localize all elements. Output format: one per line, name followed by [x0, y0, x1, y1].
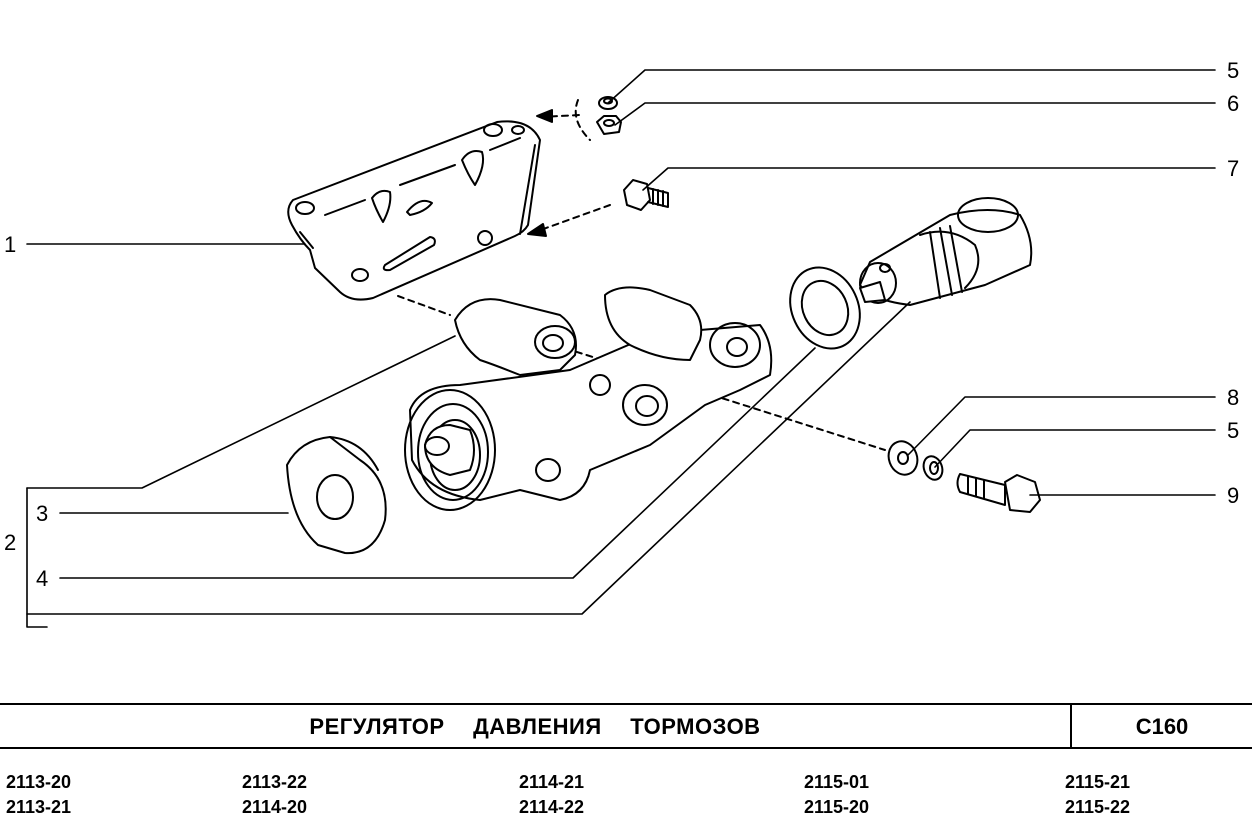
regulator-body-part — [404, 286, 773, 511]
callout-label: 1 — [4, 232, 17, 257]
plug-part — [859, 197, 1033, 306]
model-number: 2115-20 — [804, 797, 870, 817]
model-number: 2114-22 — [519, 797, 585, 817]
model-number: 2113-22 — [242, 772, 308, 792]
model-number: 2115-21 — [1065, 772, 1131, 792]
exploded-view-drawing — [26, 69, 1216, 628]
callout-label: 7 — [1227, 156, 1240, 181]
washer-part — [887, 440, 944, 481]
callout-label: 2 — [4, 530, 17, 555]
page-title: РЕГУЛЯТОР ДАВЛЕНИЯ ТОРМОЗОВ — [309, 714, 761, 739]
model-column: 2115-21 2115-22 — [1065, 770, 1130, 820]
title-block: РЕГУЛЯТОР ДАВЛЕНИЯ ТОРМОЗОВ С160 — [0, 703, 1252, 749]
catalog-code: С160 — [1070, 705, 1252, 747]
protective-cap-part — [286, 436, 387, 555]
model-column: 2113-22 2114-20 — [242, 770, 307, 820]
leader-lines — [26, 69, 1216, 628]
model-column: 2115-01 2115-20 — [804, 770, 869, 820]
callout-label: 5 — [1227, 58, 1240, 83]
callout-label: 8 — [1227, 385, 1240, 410]
model-number: 2114-21 — [519, 772, 585, 792]
bracket-part — [287, 120, 541, 301]
model-number: 2115-01 — [804, 772, 870, 792]
callout-label: 3 — [36, 501, 49, 526]
callout-label: 5 — [1227, 418, 1240, 443]
callout-label: 9 — [1227, 483, 1240, 508]
model-number: 2113-20 — [6, 772, 72, 792]
model-number: 2113-21 — [6, 797, 72, 817]
seal-ring-part — [789, 266, 861, 350]
bolt-part — [623, 179, 669, 211]
long-bolt-part — [956, 473, 1041, 513]
model-column: 2114-21 2114-22 — [519, 770, 584, 820]
model-list: 2113-20 2113-21 2113-22 2114-20 2114-21 … — [0, 770, 1252, 828]
model-column: 2113-20 2113-21 — [6, 770, 71, 820]
model-number: 2115-22 — [1065, 797, 1131, 817]
model-number: 2114-20 — [242, 797, 308, 817]
callout-label: 6 — [1227, 91, 1240, 116]
callout-label: 4 — [36, 566, 49, 591]
